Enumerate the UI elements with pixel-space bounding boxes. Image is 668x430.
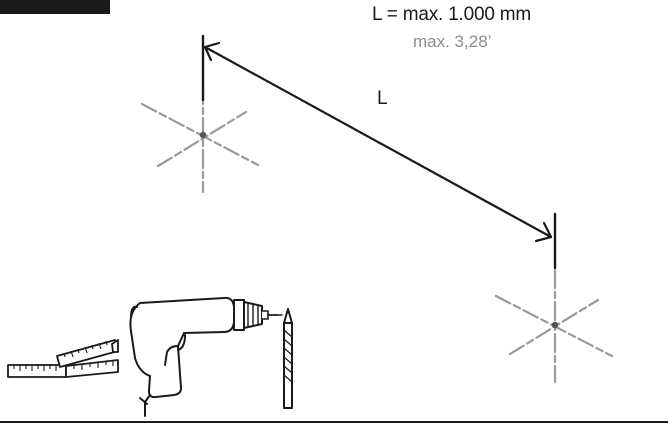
drill-bit-icon xyxy=(283,308,293,409)
folding-ruler-icon xyxy=(7,339,119,378)
dimension-label: L xyxy=(377,88,388,109)
max-length-metric: L = max. 1.000 mm xyxy=(372,4,532,25)
max-length-imperial: max. 3,28’ xyxy=(413,32,492,51)
dimension-line xyxy=(201,34,557,270)
bottom-divider xyxy=(0,421,668,423)
crosshair-drill-mark-icon xyxy=(140,84,260,194)
arrow-head-icon xyxy=(534,221,553,243)
header-tab xyxy=(0,0,110,14)
power-drill-icon xyxy=(129,296,283,417)
arrow-head-icon xyxy=(203,41,221,62)
crosshair-drill-mark-icon xyxy=(494,268,614,384)
